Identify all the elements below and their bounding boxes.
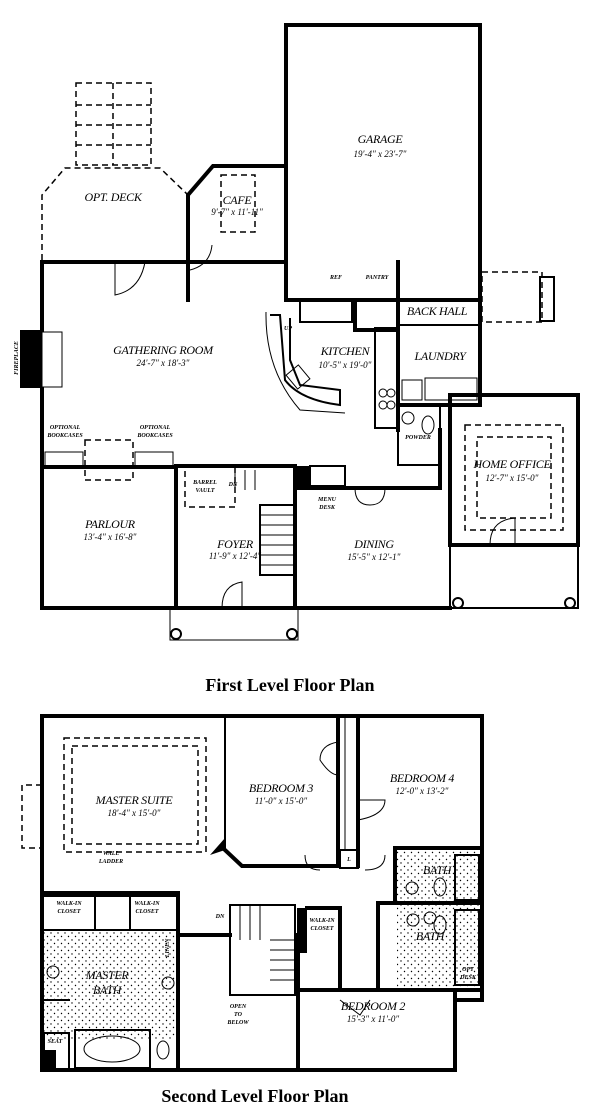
foyer-label: FOYER (216, 537, 254, 551)
bedroom-2-label: BEDROOM 2 (341, 999, 406, 1013)
home-office-dims: 12'-7" x 15'-0" (486, 473, 539, 483)
barrel-vault-label-2: VAULT (195, 488, 214, 494)
stairs-dn-label: DN (215, 914, 225, 920)
cafe-dims: 9'-7" x 11'-11" (211, 207, 263, 217)
deck-outline (41, 167, 189, 300)
opt-deck-label: OPT. DECK (84, 190, 142, 204)
wall-ladder-label-2: LADDER (98, 859, 123, 865)
fireplace (20, 330, 42, 388)
walk-in-closet-hall-1: WALK-IN (309, 918, 335, 924)
bedroom-2-dims: 15'-3" x 11'-0" (347, 1014, 399, 1024)
menu-desk-label-1: MENU (317, 497, 337, 503)
exterior-walls (40, 260, 452, 610)
bath-upper-label: BATH (423, 863, 453, 877)
cafe-walls (186, 164, 288, 302)
home-office-label: HOME OFFICE (472, 457, 551, 471)
fireplace-label: FIREPLACE (14, 341, 20, 375)
bookcases-right-label-2: BOOKCASES (136, 433, 173, 439)
kitchen-island (270, 314, 341, 407)
garage-walls (284, 23, 482, 302)
ref-label: REF (329, 275, 342, 281)
menu-desk-label-2: DESK (318, 505, 336, 511)
first-floor-stairs (234, 470, 296, 576)
second-floor-stairs (229, 904, 296, 996)
walk-in-closet-left-1: WALK-IN (56, 901, 82, 907)
pantry-label: PANTRY (366, 275, 390, 281)
foyer-dims: 11'-9" x 12'-4" (209, 551, 261, 561)
bedroom-4-label: BEDROOM 4 (390, 771, 455, 785)
dining-dims: 15'-5" x 12'-1" (348, 552, 401, 562)
powder-label: POWDER (405, 435, 431, 441)
up-label: UP (284, 326, 292, 332)
parlour-dims: 13'-4" x 16'-8" (84, 532, 137, 542)
deck-stairs (75, 82, 152, 166)
opt-desk-label-1: OPT (462, 967, 474, 973)
gathering-room-dims: 24'-7" x 18'-3" (137, 358, 190, 368)
bath-lower-label: BATH (416, 929, 446, 943)
bedroom-4-dims: 12'-0" x 13'-2" (396, 786, 449, 796)
linen-l-label: L (346, 857, 351, 863)
master-suite-dims: 18'-4" x 15'-0" (108, 808, 161, 818)
linen-label: LINEN (165, 938, 171, 958)
master-bath-label-2: BATH (93, 983, 123, 997)
laundry-label: LAUNDRY (413, 349, 467, 363)
home-office-walls (448, 393, 580, 547)
garage-label: GARAGE (358, 132, 404, 146)
back-hall-label: BACK HALL (407, 304, 468, 318)
walk-in-closet-right-2: CLOSET (135, 909, 158, 915)
stairs-dn-label: DN (228, 482, 238, 488)
barrel-vault-label-1: BARREL (192, 480, 217, 486)
first-level-title: First Level Floor Plan (205, 675, 374, 695)
master-bath-label-1: MASTER (85, 968, 130, 982)
walk-in-closet-hall-2: CLOSET (310, 926, 333, 932)
bookcases-left-label-2: BOOKCASES (46, 433, 83, 439)
walk-in-closet-right-1: WALK-IN (134, 901, 160, 907)
bedroom-3-dims: 11'-0" x 15'-0" (255, 796, 307, 806)
master-suite-label: MASTER SUITE (95, 793, 174, 807)
second-level-title: Second Level Floor Plan (161, 1086, 348, 1106)
opt-desk-label-2: DESK (459, 975, 477, 981)
wall-ladder-label-1: WALL (103, 851, 120, 857)
parlour-label: PARLOUR (84, 517, 136, 531)
first-level-plan: GARAGE 19'-4" x 23'-7" OPT. DECK CAFE 9'… (14, 23, 580, 695)
open-to-below-label-1: OPEN (230, 1004, 247, 1010)
bedroom-3-label: BEDROOM 3 (249, 781, 314, 795)
garage-dims: 19'-4" x 23'-7" (354, 149, 407, 159)
seat-label: SEAT (48, 1039, 63, 1045)
kitchen-dims: 10'-5" x 19'-0" (319, 360, 372, 370)
bookcases-left-label-1: OPTIONAL (50, 425, 81, 431)
bookcases-right-label-1: OPTIONAL (140, 425, 171, 431)
gathering-room-label: GATHERING ROOM (113, 343, 214, 357)
open-to-below-label-2: TO (234, 1012, 243, 1018)
kitchen-label: KITCHEN (320, 344, 371, 358)
open-to-below-label-3: BELOW (226, 1020, 249, 1026)
dining-label: DINING (353, 537, 394, 551)
second-level-plan: MASTER SUITE 18'-4" x 15'-0" BEDROOM 3 1… (21, 714, 486, 1106)
cafe-label: CAFE (223, 193, 253, 207)
walk-in-closet-left-2: CLOSET (57, 909, 80, 915)
